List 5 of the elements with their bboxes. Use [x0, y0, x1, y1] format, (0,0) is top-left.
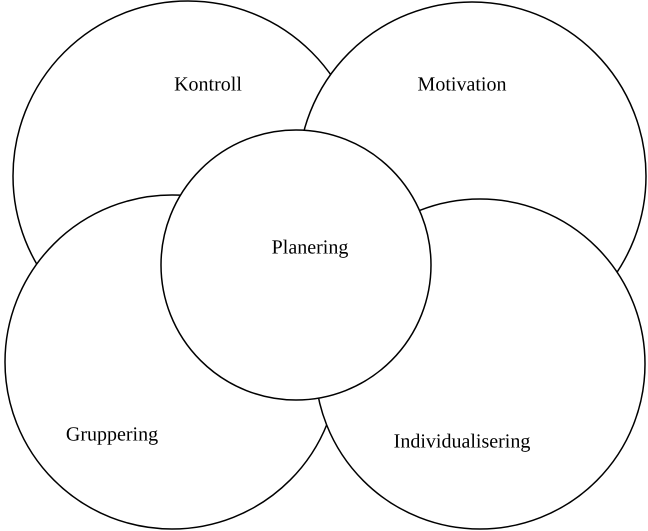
circle-label: Motivation [418, 74, 506, 96]
circle-label: Individualisering [394, 430, 530, 454]
circle-label: Gruppering [66, 424, 158, 446]
circle-label: Kontroll [174, 74, 242, 96]
circle-label: Planering [272, 236, 348, 260]
